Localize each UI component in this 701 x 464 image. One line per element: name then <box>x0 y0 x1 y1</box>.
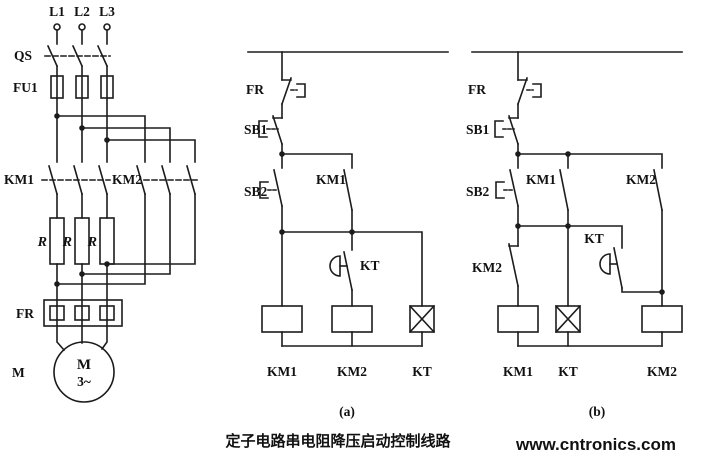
tag-b: (b) <box>589 404 606 419</box>
fr-label: FR <box>16 306 34 321</box>
sb1-button-a <box>258 114 284 146</box>
sb1-label-a: SB1 <box>244 122 268 137</box>
sb2-button-b <box>495 169 519 207</box>
sb2-button-a <box>259 169 283 207</box>
coils-b <box>497 304 683 334</box>
resistor-label-2: R <box>62 235 72 250</box>
fr-contact-a <box>280 76 306 106</box>
wires-b <box>517 51 663 347</box>
kt-contact-label-b: KT <box>584 231 604 246</box>
fr-contact-b <box>516 76 542 106</box>
motor-circle <box>53 341 115 403</box>
coil-label-a-kt: KT <box>412 364 432 379</box>
km1-aux-label-b: KM1 <box>526 172 556 187</box>
km2-interlock-contact-b <box>508 243 519 287</box>
main-junction-dots <box>54 113 110 287</box>
figure-caption: 定子电路串电阻降压启动控制线路 <box>225 432 451 450</box>
phase-terminals <box>53 23 111 31</box>
junction-dots-b <box>515 151 665 295</box>
coil-label-b-km1: KM1 <box>503 364 533 379</box>
wires-a <box>281 51 423 347</box>
resistor-label-1: R <box>37 235 47 250</box>
rails-b <box>471 51 683 347</box>
km2-main-contacts <box>136 165 196 195</box>
km2-label: KM2 <box>112 172 142 187</box>
qs-label: QS <box>14 48 32 63</box>
motor-phase-text: 3~ <box>77 374 91 389</box>
resistor-label-3: R <box>87 235 97 250</box>
main-circuit: L1 L2 L3 QS FU1 KM1 KM2 R R R FR M M 3~ <box>4 4 200 403</box>
rails-a <box>247 51 449 347</box>
coil-label-a-km2: KM2 <box>337 364 367 379</box>
sb1-button-b <box>494 114 520 146</box>
fu1-label: FU1 <box>13 80 38 95</box>
km1-aux-contact-b <box>559 169 569 211</box>
km1-label: KM1 <box>4 172 34 187</box>
motor-label: M <box>12 365 25 380</box>
km2-aux-label-b: KM2 <box>626 172 656 187</box>
sb1-label-b: SB1 <box>466 122 490 137</box>
km1-aux-label-a: KM1 <box>316 172 346 187</box>
phase-label-l3: L3 <box>99 4 115 19</box>
tag-a: (a) <box>339 404 355 419</box>
km2-bypass-wires <box>56 115 196 285</box>
coil-label-b-kt: KT <box>558 364 578 379</box>
coil-label-a-km1: KM1 <box>267 364 297 379</box>
fr-contact-label-b: FR <box>468 82 486 97</box>
phase-wires <box>56 29 108 352</box>
km2-aux-contact-b <box>653 169 663 211</box>
kt-delay-contact-a <box>329 251 353 291</box>
qs-switch <box>44 44 111 68</box>
coil-label-b-km2: KM2 <box>647 364 677 379</box>
sb2-label-b: SB2 <box>466 184 490 199</box>
kt-delay-contact-b <box>599 247 623 289</box>
phase-label-l2: L2 <box>74 4 90 19</box>
sb2-label-a: SB2 <box>244 184 268 199</box>
motor-m-text: M <box>77 357 91 373</box>
control-circuit-b: FR SB1 SB2 KM1 KM2 KT KM2 KM1 KT KM2 (b) <box>466 51 683 419</box>
km1-aux-contact-a <box>343 169 353 211</box>
km2-interlock-label-b: KM2 <box>472 260 502 275</box>
fu1-fuses <box>50 75 114 99</box>
phase-label-l1: L1 <box>49 4 65 19</box>
control-circuit-a: FR SB1 SB2 KM1 KT KM1 KM2 KT (a) <box>244 51 449 419</box>
watermark-text: www.cntronics.com <box>515 435 676 454</box>
fr-contact-label-a: FR <box>246 82 264 97</box>
coils-a <box>261 304 436 334</box>
fr-heater-elements <box>43 299 123 327</box>
starting-resistors <box>49 217 115 265</box>
kt-contact-label-a: KT <box>360 258 380 273</box>
junction-dots-a <box>279 151 355 235</box>
